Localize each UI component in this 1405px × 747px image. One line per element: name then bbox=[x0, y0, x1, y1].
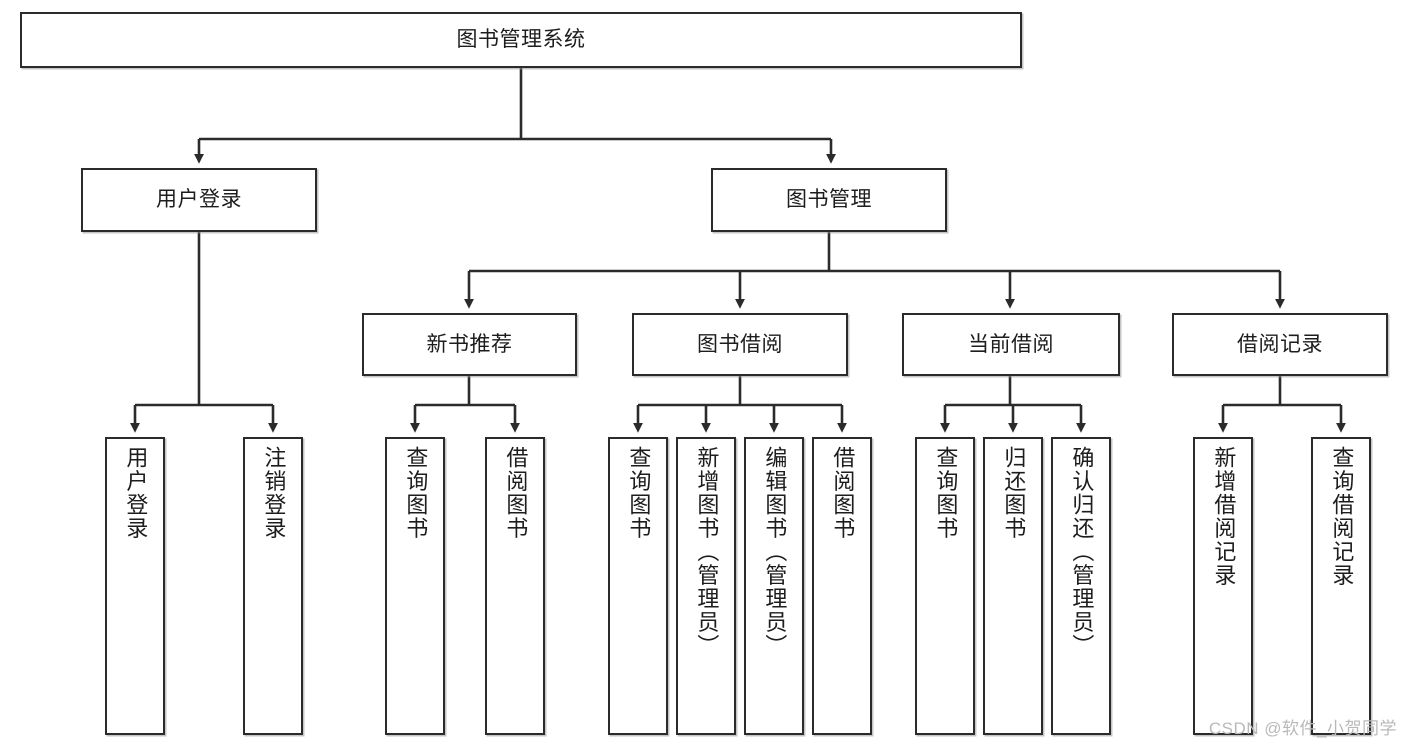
node-leaf-edit-book[interactable]: 编辑图书（管理员） bbox=[744, 437, 804, 735]
node-leaf-confirm-return-label: 确认归还（管理员） bbox=[1069, 446, 1095, 658]
node-user-login[interactable]: 用户登录 bbox=[81, 168, 317, 232]
node-leaf-borrow-book-2[interactable]: 借阅图书 bbox=[812, 437, 872, 735]
node-leaf-confirm-return[interactable]: 确认归还（管理员） bbox=[1051, 437, 1111, 735]
node-new-book-recommend[interactable]: 新书推荐 bbox=[362, 313, 577, 376]
node-leaf-query-book-2[interactable]: 查询图书 bbox=[608, 437, 668, 735]
node-new-book-recommend-label: 新书推荐 bbox=[426, 332, 513, 356]
node-leaf-return-book[interactable]: 归还图书 bbox=[983, 437, 1043, 735]
node-book-manage[interactable]: 图书管理 bbox=[711, 168, 947, 232]
node-leaf-user-login-label: 用户登录 bbox=[123, 446, 149, 540]
watermark-text: CSDN @软件_小贺同学 bbox=[1208, 719, 1397, 738]
node-leaf-user-logout[interactable]: 注销登录 bbox=[243, 437, 303, 735]
node-root[interactable]: 图书管理系统 bbox=[20, 12, 1022, 68]
node-leaf-user-login[interactable]: 用户登录 bbox=[105, 437, 165, 735]
node-leaf-query-record-label: 查询借阅记录 bbox=[1329, 446, 1355, 587]
node-leaf-user-logout-label: 注销登录 bbox=[261, 446, 287, 540]
node-leaf-add-record[interactable]: 新增借阅记录 bbox=[1193, 437, 1253, 735]
node-book-manage-label: 图书管理 bbox=[786, 188, 872, 212]
node-book-borrow[interactable]: 图书借阅 bbox=[632, 313, 848, 376]
node-book-borrow-label: 图书借阅 bbox=[697, 332, 783, 356]
node-leaf-borrow-book-1[interactable]: 借阅图书 bbox=[485, 437, 545, 735]
node-leaf-return-book-label: 归还图书 bbox=[1001, 446, 1027, 540]
node-leaf-borrow-book-2-label: 借阅图书 bbox=[830, 446, 856, 540]
node-current-borrow[interactable]: 当前借阅 bbox=[902, 313, 1120, 376]
node-leaf-edit-book-label: 编辑图书（管理员） bbox=[762, 446, 788, 658]
node-leaf-add-book-label: 新增图书（管理员） bbox=[694, 446, 720, 658]
node-root-label: 图书管理系统 bbox=[456, 28, 586, 52]
node-user-login-label: 用户登录 bbox=[156, 188, 242, 212]
node-leaf-query-book-2-label: 查询图书 bbox=[626, 446, 652, 540]
node-current-borrow-label: 当前借阅 bbox=[968, 332, 1054, 356]
node-leaf-query-book-1-label: 查询图书 bbox=[403, 446, 429, 540]
node-leaf-query-book-3-label: 查询图书 bbox=[933, 446, 959, 540]
node-leaf-query-book-1[interactable]: 查询图书 bbox=[385, 437, 445, 735]
node-borrow-record-label: 借阅记录 bbox=[1237, 332, 1323, 356]
node-borrow-record[interactable]: 借阅记录 bbox=[1172, 313, 1388, 376]
node-leaf-query-book-3[interactable]: 查询图书 bbox=[915, 437, 975, 735]
node-leaf-add-record-label: 新增借阅记录 bbox=[1211, 446, 1237, 587]
node-leaf-borrow-book-1-label: 借阅图书 bbox=[503, 446, 529, 540]
node-leaf-query-record[interactable]: 查询借阅记录 bbox=[1311, 437, 1371, 735]
node-leaf-add-book[interactable]: 新增图书（管理员） bbox=[676, 437, 736, 735]
